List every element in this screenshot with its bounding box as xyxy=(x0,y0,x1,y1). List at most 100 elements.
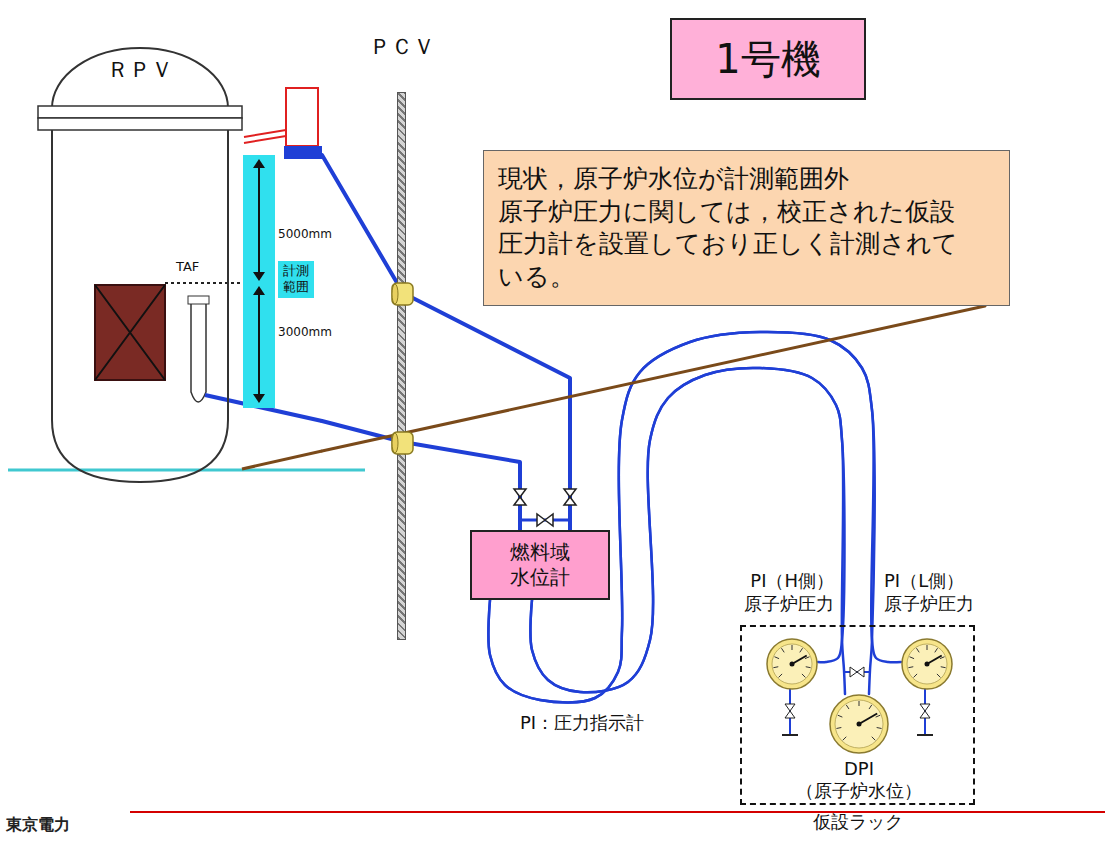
gauge-tick xyxy=(806,666,811,668)
gauge-tick xyxy=(800,648,803,652)
connector-group xyxy=(322,306,985,451)
gauge-label: DPI xyxy=(844,758,874,781)
gauge-pivot xyxy=(925,662,930,667)
gauge-tick xyxy=(935,648,938,652)
instrument-tube xyxy=(488,332,901,703)
note-callout: 現状，原子炉水位が計測範囲外 原子炉圧力に関しては，校正された仮設 圧力計を設置… xyxy=(483,150,1010,306)
gauge-label: PI（H側） 原子炉圧力 xyxy=(684,570,834,615)
dimension-arrowhead xyxy=(253,272,265,281)
differential-pressure-gauge: DPI（原子炉水位） xyxy=(829,694,889,754)
dimension-label: 3000mm xyxy=(278,325,332,340)
gauge-tick xyxy=(773,666,778,668)
gauge-tick xyxy=(843,737,847,741)
penetration xyxy=(392,432,413,454)
gauge-tick xyxy=(941,666,946,668)
gauge-tick xyxy=(869,705,872,709)
gauge-tick xyxy=(909,657,914,659)
gauge-label: PI（L側） 原子炉圧力 xyxy=(884,570,1034,615)
fuel-zone-level-meter: 燃料域 水位計 xyxy=(470,530,610,600)
gauge-dial xyxy=(907,644,947,684)
dimension-label: 5000mm xyxy=(278,227,332,242)
footer-rule xyxy=(130,811,1105,813)
legend-note: PI：圧力指示計 xyxy=(520,712,644,735)
measurement-range-band: 5000mm計測 範囲3000mm xyxy=(243,155,275,408)
jet-pump xyxy=(191,302,206,402)
instrument-tube xyxy=(322,306,985,451)
gauge-pivot xyxy=(790,662,795,667)
penetration xyxy=(392,283,413,305)
gauge-tick xyxy=(876,715,881,717)
taf-label: TAF xyxy=(176,259,199,275)
containment-wall: ＰＣＶ xyxy=(397,92,406,640)
vessel-label: ＲＰＶ xyxy=(107,56,173,84)
gauge-tick xyxy=(916,648,919,652)
connector-group xyxy=(322,421,520,530)
rack-label: 仮設ラック xyxy=(813,811,903,834)
gauge-tick xyxy=(774,657,779,659)
gauge-dial xyxy=(772,644,812,684)
dimension-arrowhead xyxy=(253,159,265,168)
gauge-tick xyxy=(846,705,849,709)
valve xyxy=(850,667,864,677)
core xyxy=(95,285,165,380)
gauge-tick xyxy=(792,645,793,650)
gauge-face xyxy=(830,695,888,753)
gauge-tick xyxy=(779,674,783,678)
gauge-tick xyxy=(781,648,784,652)
gauge-tick xyxy=(802,674,806,678)
gauge-face xyxy=(902,639,952,689)
gauge-tick xyxy=(859,701,860,706)
reference-pipe xyxy=(244,130,286,143)
containment-wall-outline xyxy=(398,93,407,641)
pressure-gauge-outline xyxy=(901,638,953,690)
gauge-tick xyxy=(836,727,841,729)
dimension-line xyxy=(258,163,260,275)
valve xyxy=(514,489,526,505)
measurement-range-band-outline xyxy=(243,155,275,408)
drawing-part xyxy=(38,48,242,482)
gauge-needle xyxy=(927,656,942,665)
valve xyxy=(537,514,553,526)
gauge-tick xyxy=(937,674,941,678)
gauge-needle xyxy=(792,656,807,665)
gauge-tick xyxy=(908,666,913,668)
wall-label: ＰＣＶ xyxy=(369,33,435,61)
instrument-tube xyxy=(488,332,874,703)
temporary-rack: 仮設ラックPI（H側） 原子炉圧力PI（L側） 原子炉圧力DPI（原子炉水位） xyxy=(740,625,975,805)
gauge-tick xyxy=(914,674,918,678)
taf-line xyxy=(165,282,243,284)
jet-pump-head xyxy=(188,296,209,304)
penetration-end xyxy=(392,433,398,453)
gauge-face xyxy=(767,639,817,689)
gauge-dial xyxy=(835,700,883,748)
vessel-flange xyxy=(38,118,242,130)
unit-title: 1号機 xyxy=(715,34,820,84)
pressure-gauge: PI（H側） 原子炉圧力 xyxy=(766,638,818,690)
meter-label: 燃料域 水位計 xyxy=(507,540,573,590)
pressure-gauge: PI（L側） 原子炉圧力 xyxy=(901,638,953,690)
vessel-head xyxy=(52,48,228,108)
unit-title-box: 1号機 xyxy=(670,18,866,100)
gauge-needle xyxy=(859,714,877,725)
dimension-arrowhead xyxy=(253,394,265,403)
company-logo: 東京電力 xyxy=(6,815,70,835)
valve xyxy=(920,704,930,718)
core-cross xyxy=(95,285,165,380)
gauge-pivot xyxy=(857,722,862,727)
dimension-arrowhead xyxy=(253,286,265,295)
instrument-tube xyxy=(322,421,520,530)
range-label: 計測 範囲 xyxy=(278,261,314,298)
gauge-tick xyxy=(872,737,876,741)
vessel-body xyxy=(52,130,228,482)
pressure-gauge-outline xyxy=(766,638,818,690)
valve xyxy=(564,489,576,505)
connector-group xyxy=(488,332,901,703)
gauge-caption: （原子炉水位） xyxy=(796,780,922,803)
water-line xyxy=(8,469,365,472)
gauge-tick xyxy=(838,715,843,717)
gauge-tick xyxy=(877,727,882,729)
callout-pointer xyxy=(242,451,322,469)
differential-pressure-gauge-outline xyxy=(829,694,889,754)
gauge-tick xyxy=(927,645,928,650)
